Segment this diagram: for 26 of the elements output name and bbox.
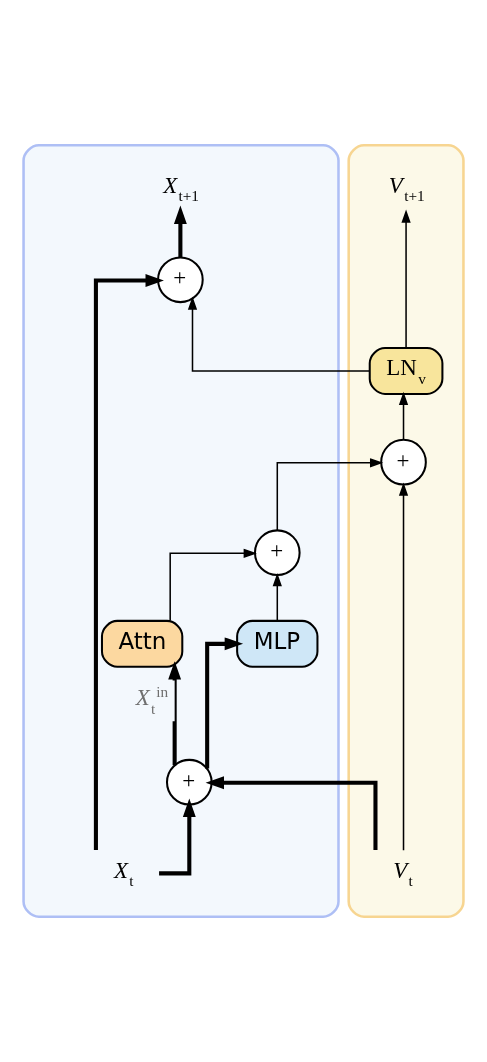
- cluster: [347, 144, 465, 918]
- node-box: Attn: [100, 619, 184, 668]
- node-text: V$_{t}$: [393, 857, 413, 890]
- node-box: LN$_{v}$: [368, 347, 444, 395]
- node-box: MLP: [236, 619, 319, 668]
- node-circle: +: [380, 438, 427, 486]
- arrow: [205, 637, 244, 769]
- node-text: V$_{t+1}$: [388, 172, 425, 205]
- arrow: [169, 548, 257, 622]
- arrow: [398, 482, 409, 851]
- arrow: [276, 458, 384, 531]
- arrow: [159, 798, 196, 876]
- node-circle: +: [166, 758, 213, 806]
- arrow: [168, 661, 182, 766]
- arrow: [272, 572, 282, 622]
- arrow: [205, 776, 378, 851]
- node-circle: +: [253, 529, 301, 576]
- node-text: X$_{t}$: [114, 857, 134, 890]
- node-circle: +: [157, 256, 204, 304]
- arrow: [401, 209, 411, 349]
- arrow: [173, 205, 187, 258]
- arrow: [187, 296, 371, 372]
- cluster: [22, 144, 340, 918]
- arrow: [398, 391, 409, 441]
- node-text: X$_{t+1}$: [163, 172, 199, 205]
- arrow: [93, 274, 164, 851]
